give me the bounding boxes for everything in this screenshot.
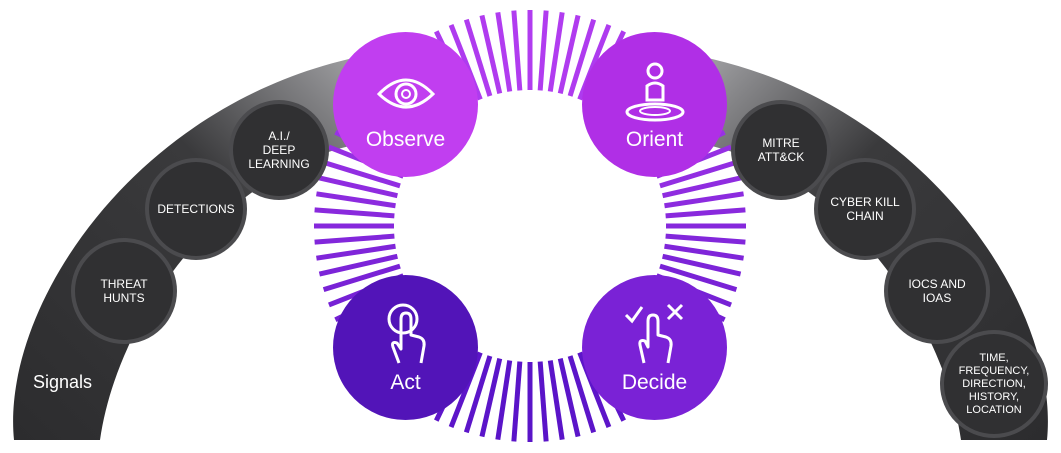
- ring-stripe: [314, 207, 395, 219]
- ring-stripe: [463, 18, 493, 97]
- ring-stripe: [537, 361, 549, 442]
- ring-stripe: [557, 14, 581, 94]
- ring-stripe: [316, 191, 396, 209]
- phase-label: Orient: [625, 127, 684, 151]
- eye-icon: [376, 78, 435, 108]
- ring-stripe: [659, 263, 738, 293]
- node-ai-deep-learning: A.I./ DEEP LEARNING: [233, 104, 325, 196]
- ring-stripe: [511, 10, 523, 91]
- node-label: MITRE ATT&CK: [757, 136, 805, 164]
- ring-stripe: [665, 207, 746, 219]
- node-iocs-and-ioas: IOCS AND IOAS: [888, 242, 986, 340]
- ring-stripe: [479, 358, 503, 438]
- node-label: CYBER KILL CHAIN: [830, 195, 900, 223]
- ring-stripe: [495, 360, 513, 440]
- person-target-icon: [625, 62, 684, 121]
- phase-decide: Decide: [582, 275, 727, 420]
- ring-stripe: [662, 253, 742, 277]
- node-time-frequency-direction: TIME, FREQUENCY, DIRECTION, HISTORY, LOC…: [944, 334, 1044, 434]
- node-label: A.I./ DEEP LEARNING: [248, 129, 310, 171]
- ring-stripe: [665, 233, 746, 245]
- node-mitre-attack: MITRE ATT&CK: [735, 104, 827, 196]
- ring-stripe: [495, 12, 513, 92]
- node-cyber-kill-chain: CYBER KILL CHAIN: [818, 162, 912, 256]
- node-label: TIME, FREQUENCY, DIRECTION, HISTORY, LOC…: [958, 351, 1030, 416]
- ring-stripe: [318, 253, 398, 277]
- phase-act: Act: [333, 275, 478, 420]
- ring-stripe: [537, 10, 549, 91]
- node-label: DETECTIONS: [157, 202, 235, 216]
- phase-orient: Orient: [582, 32, 727, 177]
- ring-stripe: [463, 355, 493, 434]
- node-threat-hunts: THREAT HUNTS: [75, 242, 173, 340]
- ring-stripe: [567, 355, 597, 434]
- ring-stripe: [547, 360, 565, 440]
- phase-label: Observe: [365, 127, 446, 151]
- signals-label: Signals: [33, 372, 93, 392]
- phase-observe: Observe: [333, 32, 478, 177]
- ring-stripe: [511, 361, 523, 442]
- ring-stripe: [659, 159, 738, 189]
- node-label: THREAT HUNTS: [100, 277, 148, 305]
- phase-label: Act: [390, 370, 421, 394]
- hand-check-x-icon: [624, 303, 683, 363]
- ring-stripe: [322, 159, 401, 189]
- ring-stripe: [322, 263, 401, 293]
- ring-stripe: [567, 18, 597, 97]
- ring-stripe: [662, 175, 742, 199]
- ring-stripe: [664, 243, 744, 261]
- ring-stripe: [664, 191, 744, 209]
- node-detections: DETECTIONS: [149, 162, 243, 256]
- ring-stripe: [316, 243, 396, 261]
- phase-label: Decide: [621, 370, 688, 394]
- ring-stripe: [479, 14, 503, 94]
- ring-stripe: [547, 12, 565, 92]
- node-label: IOCS AND IOAS: [908, 277, 966, 305]
- ring-stripe: [318, 175, 398, 199]
- ring-stripe: [314, 233, 395, 245]
- ring-stripe: [557, 358, 581, 438]
- hand-tap-icon: [387, 303, 426, 364]
